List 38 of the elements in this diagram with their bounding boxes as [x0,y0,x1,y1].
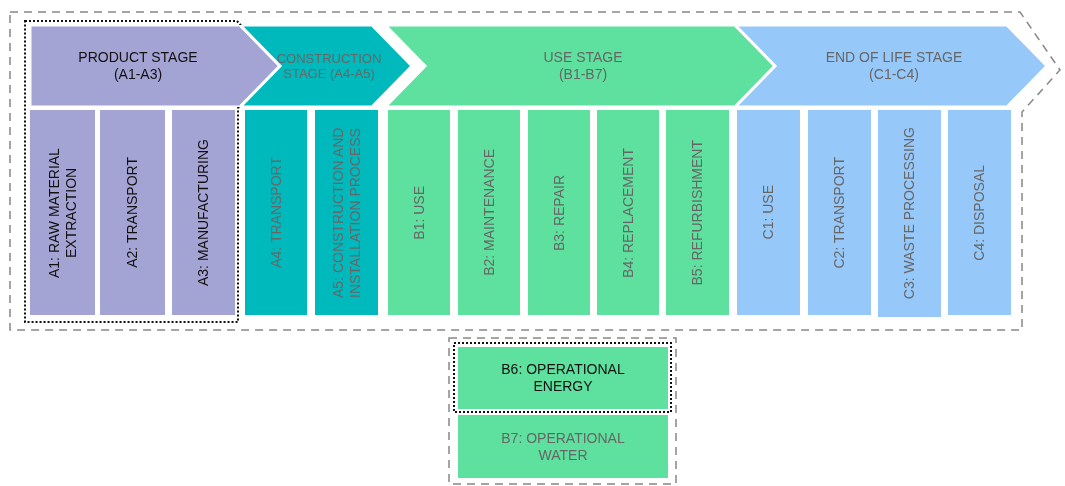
stage-title: CONSTRUCTION STAGE (A4-A5) [276,51,382,81]
module-label: B6: OPERATIONAL ENERGY [500,361,626,395]
stage-title: USE STAGE (B1-B7) [542,49,624,83]
module-label: B4: REPLACEMENT [619,147,637,278]
module-label: B1: USE [410,185,428,240]
module-label: B3: REPAIR [550,174,568,251]
stage-band [385,25,775,107]
module-box [315,110,378,315]
module-box [878,110,941,317]
module-label: C2: TRANSPORT [831,156,848,269]
module-box [528,110,590,315]
module-label: B7: OPERATIONAL WATER [500,429,626,464]
module-label: B5: REFURBISHMENT [689,139,706,286]
module-label: C1: USE [760,185,777,240]
module-box [597,110,659,315]
module-label: A4: TRANSPORT [267,157,285,268]
module-box [100,110,165,315]
module-box [458,110,520,315]
module-label: C4: DISPOSAL [971,164,988,261]
stage-title: PRODUCT STAGE (A1-A3) [77,49,199,83]
module-box [666,110,729,315]
module-label: C3: WASTE PROCESSING [901,127,918,300]
stage-title: END OF LIFE STAGE (C1-C4) [824,49,964,83]
module-box [30,110,95,315]
module-box [388,110,450,315]
module-box [948,110,1011,315]
module-label: A5: CONSTRUCTION AND INSTALLATION PROCESS [329,126,364,300]
module-label: A1: RAW MATERIAL EXTRACTION [45,146,80,280]
module-label: B2: MAINTENANCE [480,149,498,276]
module-box [458,415,668,478]
stage-band [735,25,1047,107]
module-label: A2: TRANSPORT [124,157,141,268]
module-box [245,110,307,315]
module-box [808,110,871,315]
module-box [737,110,800,315]
module-box [172,110,235,315]
stage-band [240,25,412,107]
module-label: A3: MANUFACTURING [195,139,212,286]
